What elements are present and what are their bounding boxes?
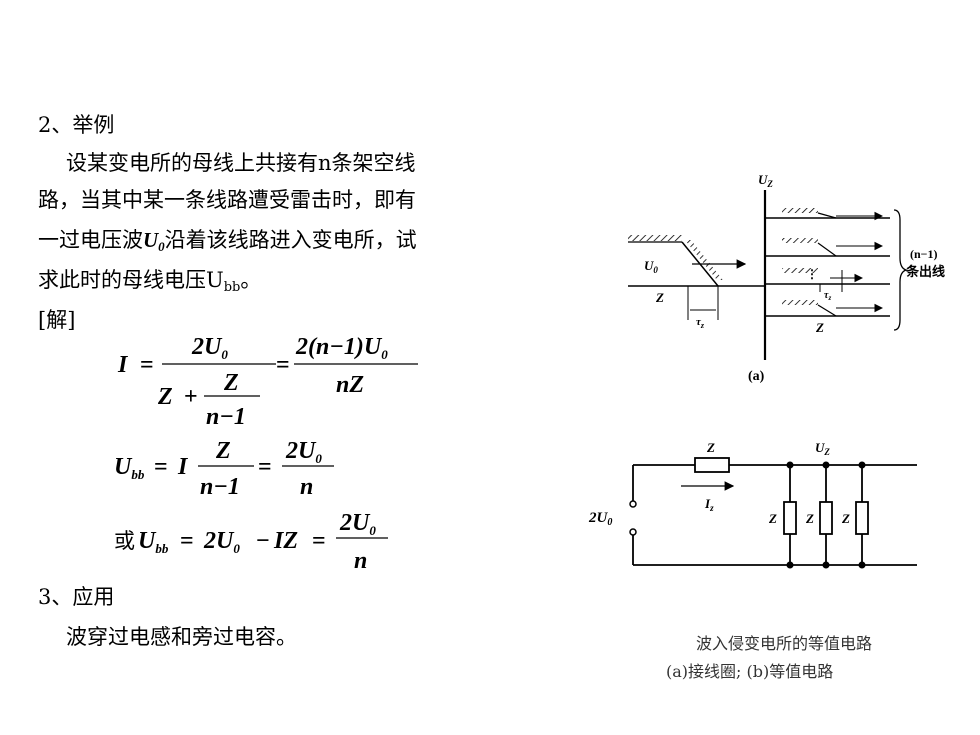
- solution-label: [解]: [38, 308, 76, 332]
- svg-text:2(n−1)U0: 2(n−1)U0: [295, 334, 388, 362]
- svg-text:Z: Z: [655, 290, 664, 305]
- svg-text:nZ: nZ: [336, 372, 364, 398]
- svg-text:=: =: [180, 528, 194, 554]
- svg-text:IZ: IZ: [273, 528, 298, 554]
- figure-b-circuit: Z Iz UZ 2U0 Z Z Z: [588, 440, 917, 569]
- svg-text:或: 或: [114, 529, 135, 553]
- figure-caption-subtitle: (a)接线圈; (b)等值电路: [666, 662, 834, 681]
- svg-text:n−1: n−1: [206, 404, 246, 430]
- section3-heading: 3、应用: [38, 585, 115, 609]
- svg-text:Z: Z: [706, 440, 715, 455]
- svg-text:Ubb: Ubb: [138, 528, 169, 556]
- equations-block: I = 2U0 Z + Z n−1 = 2(n−1)U0 nZ Ubb = I …: [114, 334, 418, 574]
- section3-text: 波穿过电感和旁过电容。: [66, 625, 297, 649]
- svg-text:=: =: [258, 454, 272, 480]
- svg-text:=: =: [140, 352, 154, 378]
- svg-text:=: =: [312, 528, 326, 554]
- section2-heading: 2、举例: [38, 113, 115, 137]
- svg-text:2U0: 2U0: [203, 528, 240, 556]
- svg-text:I: I: [177, 454, 189, 480]
- svg-text:2U0: 2U0: [588, 510, 612, 528]
- svg-text:U0: U0: [644, 258, 658, 275]
- svg-text:Z: Z: [223, 370, 239, 396]
- equation-2: Ubb = I Z n−1 = 2U0 n: [114, 438, 334, 500]
- problem-line-2: 路，当其中某一条线路遭受雷击时，即有: [38, 188, 416, 212]
- svg-text:n−1: n−1: [200, 474, 240, 500]
- svg-text:Z: Z: [841, 511, 850, 526]
- svg-text:2U0: 2U0: [339, 510, 376, 538]
- svg-text:τz: τz: [696, 316, 705, 330]
- svg-text:2U0: 2U0: [285, 438, 322, 466]
- problem-line-3: 一过电压波U0沿着该线路进入变电所，试: [38, 228, 417, 254]
- equation-1: I = 2U0 Z + Z n−1 = 2(n−1)U0 nZ: [117, 334, 418, 430]
- svg-text:Ubb: Ubb: [114, 454, 145, 482]
- svg-text:⋮: ⋮: [806, 267, 818, 281]
- svg-text:UZ: UZ: [758, 172, 773, 189]
- svg-text:(n−1): (n−1): [910, 247, 938, 261]
- figure-a-diagram: τz U0 Z UZ ⋮ τz Z (n−1) 条出线 (a): [628, 172, 945, 384]
- svg-text:Z: Z: [157, 384, 173, 410]
- var-u0: U0: [143, 228, 165, 254]
- svg-text:I: I: [117, 352, 129, 378]
- svg-text:−: −: [256, 528, 270, 554]
- figure-caption-title: 波入侵变电所的等值电路: [696, 634, 873, 653]
- svg-text:+: +: [184, 384, 198, 410]
- svg-text:UZ: UZ: [815, 440, 830, 457]
- svg-text:τz: τz: [824, 290, 831, 302]
- svg-text:Z: Z: [768, 511, 777, 526]
- svg-text:=: =: [154, 454, 168, 480]
- svg-text:(a): (a): [748, 369, 765, 384]
- svg-text:n: n: [354, 548, 367, 574]
- svg-text:Z: Z: [215, 438, 231, 464]
- problem-line-1: 设某变电所的母线上共接有n条架空线: [66, 151, 416, 175]
- svg-text:Z: Z: [815, 320, 824, 335]
- svg-text:Iz: Iz: [704, 496, 714, 513]
- svg-text:n: n: [300, 474, 313, 500]
- svg-text:=: =: [276, 352, 290, 378]
- svg-text:Z: Z: [805, 511, 814, 526]
- svg-text:条出线: 条出线: [906, 264, 945, 279]
- svg-text:2U0: 2U0: [191, 334, 228, 362]
- problem-line-4: 求此时的母线电压Ubb。: [38, 268, 262, 295]
- equation-3: 或 Ubb = 2U0 − IZ = 2U0 n: [114, 510, 388, 574]
